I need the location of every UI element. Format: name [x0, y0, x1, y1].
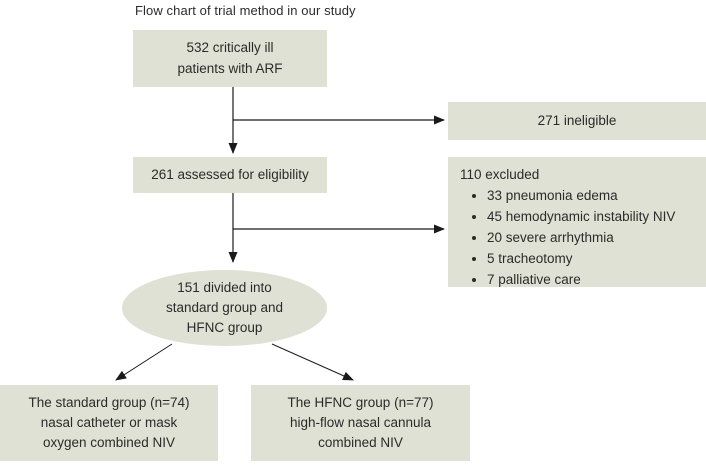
excluded-item: 45 hemodynamic instability NIV: [487, 206, 702, 227]
excluded-item: 5 tracheotomy: [487, 248, 702, 269]
excluded-item: 20 severe arrhythmia: [487, 227, 702, 248]
node-excluded: 110 excluded 33 pneumonia edema 45 hemod…: [448, 157, 706, 287]
node-standard-group: The standard group (n=74) nasal catheter…: [0, 385, 218, 461]
node-hfnc-group: The HFNC group (n=77) high-flow nasal ca…: [251, 385, 470, 461]
excluded-item: 33 pneumonia edema: [487, 185, 702, 206]
excluded-item: 7 palliative care: [487, 269, 702, 290]
arrow-divided-to-hfnc: [271, 343, 354, 381]
excluded-heading: 110 excluded: [460, 167, 540, 182]
node-divided: 151 divided into standard group and HFNC…: [122, 270, 327, 346]
node-patients: 532 critically ill patients with ARF: [133, 30, 327, 87]
excluded-list: 33 pneumonia edema 45 hemodynamic instab…: [460, 185, 702, 290]
chart-title: Flow chart of trial method in our study: [135, 3, 356, 18]
arrow-divided-to-standard: [115, 343, 173, 381]
node-ineligible: 271 ineligible: [448, 102, 706, 140]
node-assessed: 261 assessed for eligibility: [133, 157, 327, 193]
